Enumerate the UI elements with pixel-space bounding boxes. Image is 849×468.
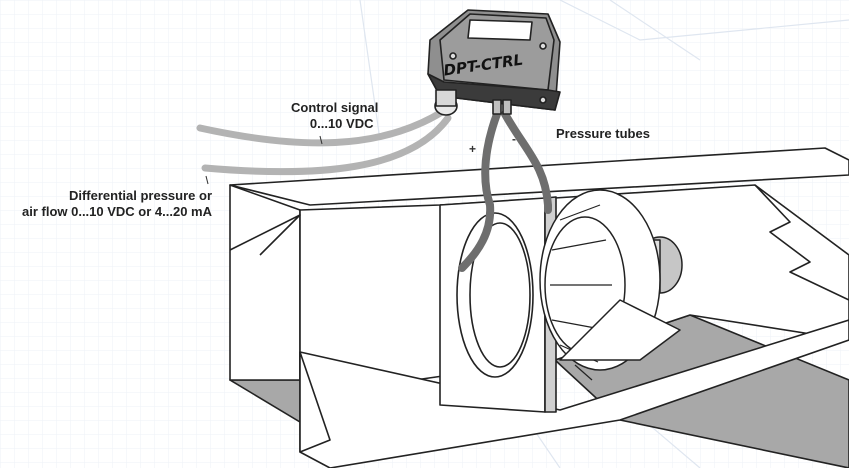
leader-ticks <box>205 135 323 185</box>
differential-pressure-label: Differential pressure or air flow 0...10… <box>2 188 212 220</box>
duct-front-lower <box>299 319 849 468</box>
differential-line1: Differential pressure or <box>68 188 212 203</box>
tube-minus <box>501 110 552 214</box>
device-display <box>467 19 533 41</box>
dpt-ctrl-device: DPT-CTRL <box>427 9 561 116</box>
differential-line2: air flow 0...10 VDC or 4...20 mA <box>21 204 212 219</box>
differential-pressure-cable <box>201 114 452 176</box>
pressure-tubes-label: Pressure tubes <box>556 126 650 141</box>
duct-left-wall <box>229 184 301 381</box>
control-signal-line1: Control signal <box>291 100 379 115</box>
minus-label: - <box>512 132 516 146</box>
control-signal-line2: 0...10 VDC <box>309 116 374 131</box>
tube-nipple-minus <box>502 99 512 115</box>
fan-inlet-plate <box>439 196 557 413</box>
control-signal-label: Control signal 0...10 VDC <box>291 100 378 132</box>
tube-nipple-plus <box>492 99 502 115</box>
pressure-tubes <box>458 110 552 272</box>
tube-plus <box>458 110 501 272</box>
centrifugal-fan <box>539 189 683 381</box>
signal-cables <box>196 108 452 176</box>
duct-front-panel <box>299 351 331 453</box>
plus-label: + <box>469 142 477 156</box>
duct-tear-left <box>229 214 301 256</box>
duct-tear-right <box>754 184 849 301</box>
control-signal-cable <box>196 108 446 147</box>
fan-support <box>559 299 681 361</box>
